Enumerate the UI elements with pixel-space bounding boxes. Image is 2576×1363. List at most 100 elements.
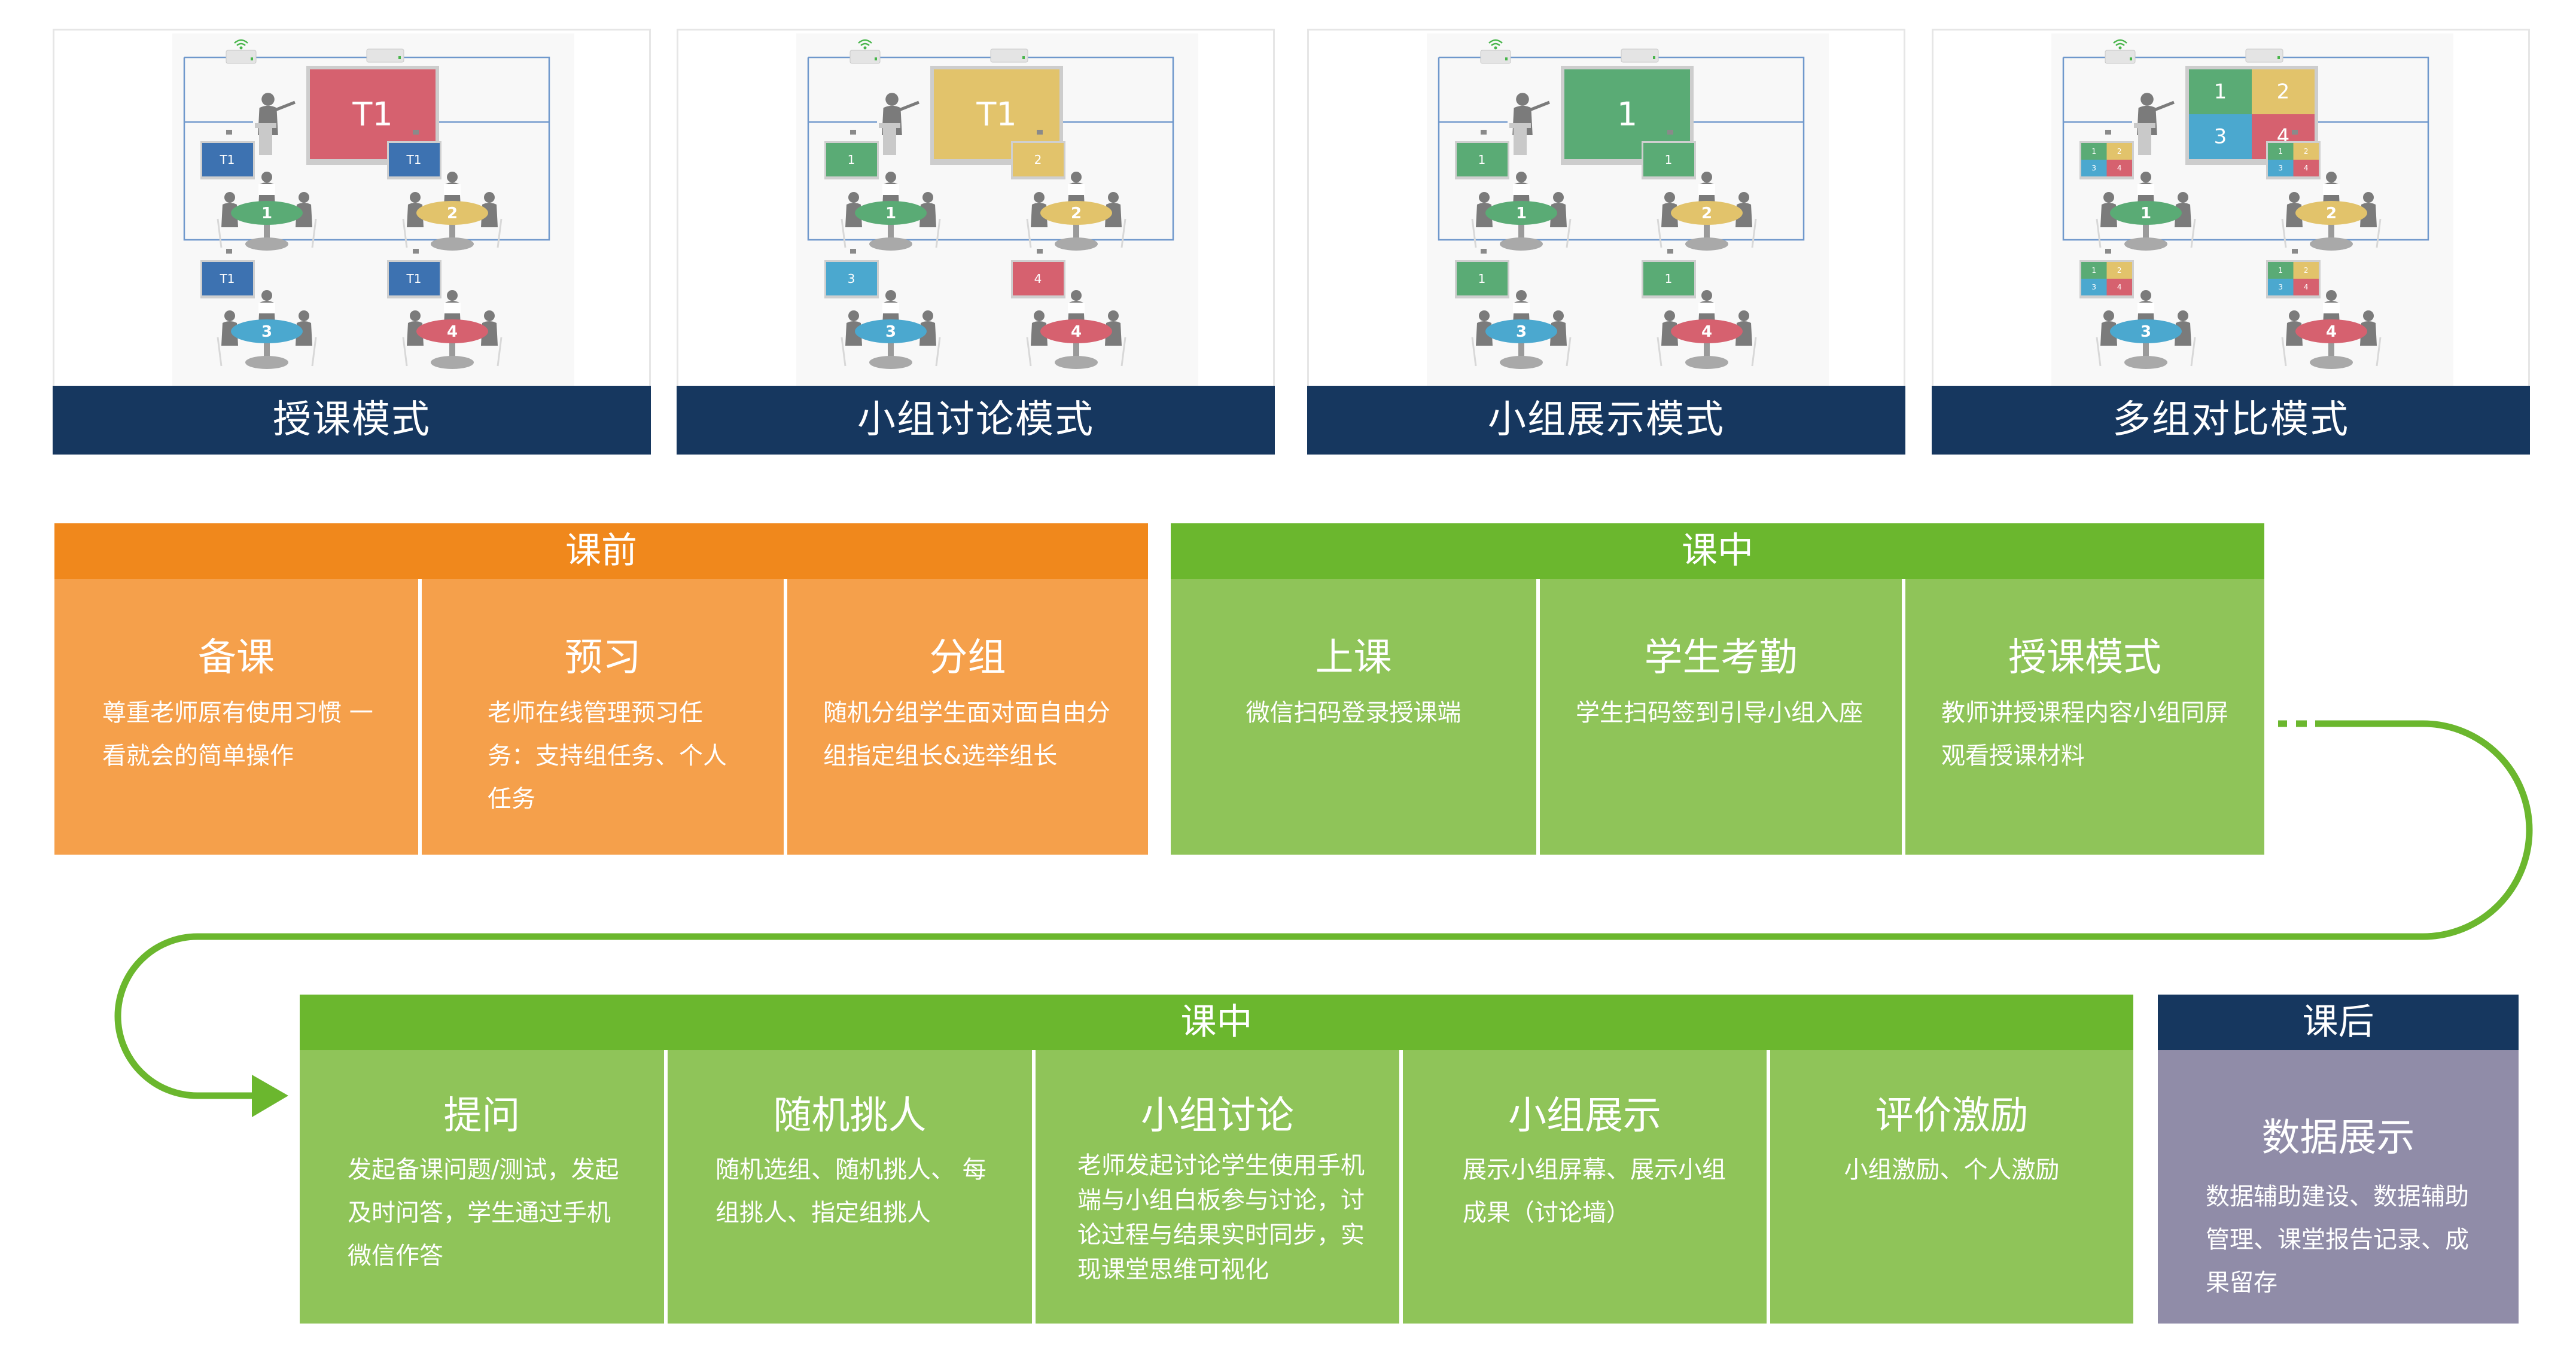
pointer-arm bbox=[275, 100, 296, 112]
tablet-icon bbox=[2137, 184, 2154, 195]
wifi-router-icon bbox=[849, 39, 881, 64]
chair-icon bbox=[217, 337, 317, 367]
quad-cell-label: 1 bbox=[2214, 80, 2227, 104]
step-desc: 老师在线管理预习任务：支持组任务、个人任务 bbox=[488, 699, 727, 813]
camera-icon bbox=[226, 249, 232, 254]
step-card-random-pick[interactable]: 随机挑人 随机选组、随机挑人、 每组挑人、指定组挑人 bbox=[668, 1050, 1032, 1324]
step-card-data-display[interactable]: 数据展示 数据辅助建设、数据辅助管理、课堂报告记录、成果留存 bbox=[2158, 1050, 2519, 1324]
table-base bbox=[2310, 356, 2353, 369]
quad-cell-label: 3 bbox=[2091, 164, 2096, 172]
table-stand bbox=[1073, 337, 1079, 360]
step-card-grouping[interactable]: 分组 随机分组学生面对面自由分组指定组长&选举组长 bbox=[787, 579, 1148, 855]
step-desc: 随机分组学生面对面自由分组指定组长&选举组长 bbox=[823, 699, 1110, 770]
wifi-router-icon bbox=[226, 39, 257, 64]
table-stand bbox=[2328, 337, 2334, 360]
table-number: 4 bbox=[447, 323, 458, 341]
table-top bbox=[1040, 319, 1112, 343]
tablet-icon bbox=[1513, 184, 1530, 195]
camera-icon bbox=[1481, 130, 1487, 135]
table-top bbox=[231, 201, 303, 225]
step-desc: 教师讲授课程内容小组同屏观看授课材料 bbox=[1941, 699, 2228, 770]
step-desc: 小组激励、个人激励 bbox=[1844, 1156, 2060, 1184]
step-desc: 发起备课问题/测试，发起 及时问答，学生通过手机 微信作答 bbox=[348, 1156, 619, 1270]
group-screen bbox=[1457, 262, 1508, 295]
pointer-arm bbox=[2154, 100, 2175, 112]
table-stand bbox=[1518, 219, 1524, 242]
table-base bbox=[869, 356, 912, 369]
table-number: 4 bbox=[1701, 323, 1712, 341]
table-number: 1 bbox=[261, 205, 272, 222]
step-title: 数据展示 bbox=[2261, 1116, 2415, 1160]
table-base bbox=[1055, 237, 1098, 251]
quad-cell-label: 4 bbox=[2304, 164, 2309, 172]
quad-cell-label: 2 bbox=[2304, 266, 2309, 275]
step-card-group-presentation[interactable]: 小组展示 展示小组屏幕、展示小组成果（讨论墙） bbox=[1403, 1050, 1767, 1324]
group-screen-label: T1 bbox=[220, 153, 235, 167]
table-base bbox=[245, 356, 288, 369]
step-card-teaching-mode[interactable]: 授课模式 教师讲授课程内容小组同屏观看授课材料 bbox=[1905, 579, 2264, 855]
chair-icon bbox=[2281, 218, 2382, 248]
table-number: 3 bbox=[1516, 323, 1527, 341]
table-stand bbox=[449, 219, 455, 242]
tablet-icon bbox=[1068, 184, 1085, 195]
step-card-questioning[interactable]: 提问 发起备课问题/测试，发起 及时问答，学生通过手机 微信作答 bbox=[300, 1050, 664, 1324]
chair-icon bbox=[1471, 218, 1572, 248]
step-card-attendance[interactable]: 学生考勤 学生扫码签到引导小组入座 bbox=[1540, 579, 1902, 855]
table-base bbox=[245, 237, 288, 251]
group-screen bbox=[389, 262, 440, 295]
step-title: 分组 bbox=[929, 636, 1006, 680]
group-table-icon: 1 bbox=[217, 172, 317, 251]
table-base bbox=[2124, 356, 2167, 369]
table-base bbox=[2310, 237, 2353, 251]
phase-header: 课前 bbox=[54, 523, 1148, 579]
chair-icon bbox=[2096, 218, 2196, 248]
group-table-icon: 3 bbox=[2096, 290, 2196, 369]
step-card-preview[interactable]: 预习 老师在线管理预习任务：支持组任务、个人任务 bbox=[422, 579, 784, 855]
step-card-start-class[interactable]: 上课 微信扫码登录授课端 bbox=[1171, 579, 1536, 855]
table-base bbox=[1500, 237, 1543, 251]
table-stand bbox=[264, 219, 270, 242]
quad-cell bbox=[2293, 143, 2319, 160]
step-title: 随机挑人 bbox=[773, 1094, 927, 1138]
step-card-group-discussion[interactable]: 小组讨论 老师发起讨论学生使用手机 端与小组白板参与讨论，讨 论过程与结果实时同… bbox=[1036, 1050, 1399, 1324]
table-number: 3 bbox=[885, 323, 896, 341]
podium-icon bbox=[883, 128, 896, 155]
quad-cell-label: 4 bbox=[2304, 283, 2309, 291]
group-screen bbox=[1457, 143, 1508, 176]
camera-icon bbox=[226, 130, 232, 135]
step-title: 备课 bbox=[198, 636, 275, 680]
column-divider bbox=[784, 579, 787, 855]
step-desc: 随机选组、随机挑人、 每组挑人、指定组挑人 bbox=[715, 1156, 986, 1227]
wifi-router-icon bbox=[1480, 39, 1511, 64]
table-stand bbox=[264, 337, 270, 360]
table-top bbox=[231, 319, 303, 343]
table-stand bbox=[449, 337, 455, 360]
table-number: 2 bbox=[1701, 205, 1712, 222]
table-base bbox=[431, 356, 474, 369]
quad-cell bbox=[2106, 143, 2132, 160]
quad-cell bbox=[2268, 143, 2294, 160]
step-card-prepare-lesson[interactable]: 备课 尊重老师原有使用习惯 一看就会的简单操作 bbox=[54, 579, 418, 855]
table-stand bbox=[888, 337, 894, 360]
wifi-icon bbox=[234, 39, 248, 46]
step-card-evaluation[interactable]: 评价激励 小组激励、个人激励 bbox=[1770, 1050, 2133, 1324]
step-title: 评价激励 bbox=[1875, 1094, 2029, 1138]
group-table-icon: 4 bbox=[1026, 290, 1126, 369]
podium-top bbox=[2134, 123, 2155, 128]
table-stand bbox=[2143, 337, 2149, 360]
table-base bbox=[1685, 356, 1728, 369]
group-table-icon: 2 bbox=[402, 172, 503, 251]
group-screen bbox=[1013, 143, 1064, 176]
group-table-icon: 2 bbox=[1657, 172, 1757, 251]
step-title: 学生考勤 bbox=[1644, 636, 1798, 680]
table-stand bbox=[2143, 219, 2149, 242]
